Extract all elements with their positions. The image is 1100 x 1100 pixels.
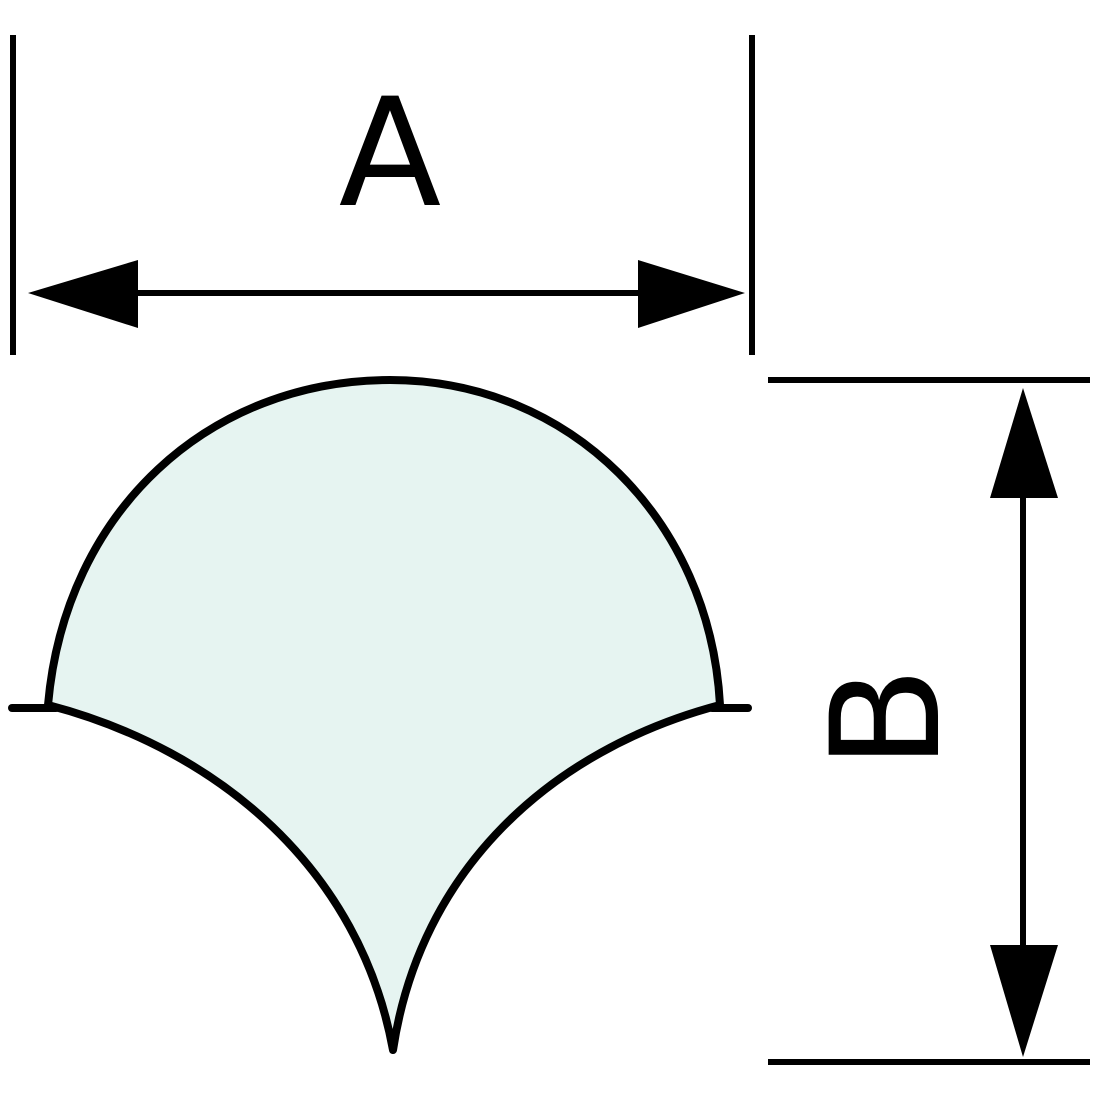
height-dimension: B xyxy=(768,377,1090,1065)
width-label: A xyxy=(339,67,442,241)
width-arrowhead-right xyxy=(638,260,745,328)
tile-outline xyxy=(44,376,724,1054)
fish-scale-tile-shape xyxy=(8,376,752,1054)
height-arrowhead-bottom xyxy=(990,945,1058,1057)
width-arrowhead-left xyxy=(28,260,138,328)
height-label: B xyxy=(800,667,974,770)
width-dimension: A xyxy=(10,35,755,355)
height-arrowhead-top xyxy=(990,388,1058,498)
